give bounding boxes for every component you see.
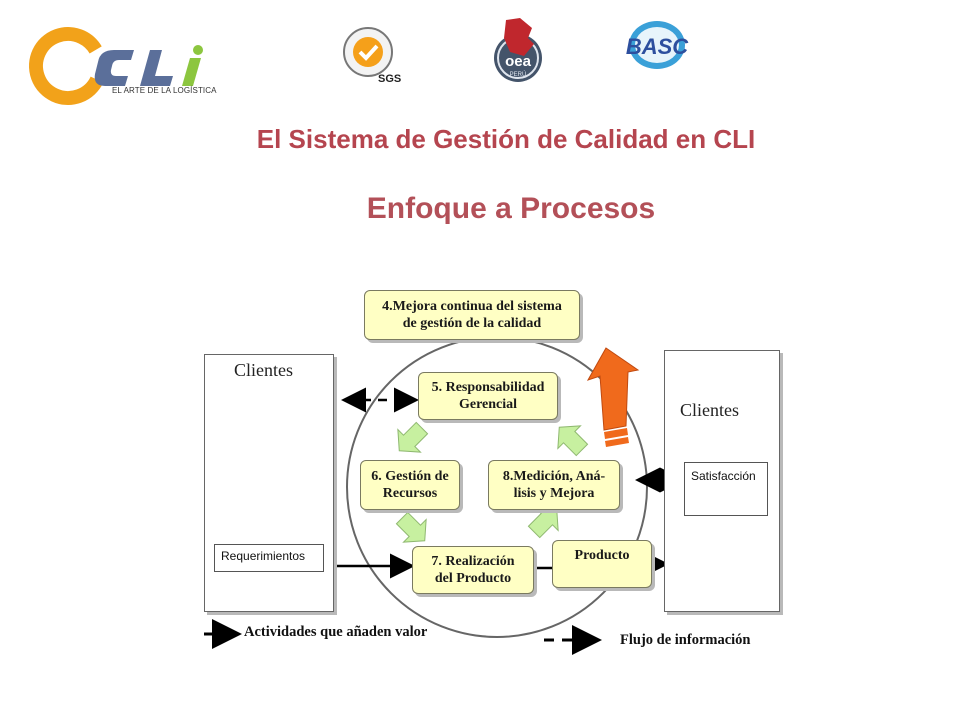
box6-line2: Recursos [382,486,438,501]
box4-line2: de gestión de la calidad [402,316,542,331]
box-producto: Producto [552,540,652,588]
oea-text: oea [505,53,532,70]
clientes-left-label: Clientes [234,360,293,380]
requerimientos-box: Requerimientos [214,544,324,572]
green-arrow-7-to-8 [527,507,559,539]
sgs-text: SGS [378,73,401,85]
cli-tagline: EL ARTE DE LA LOGÍSTICA [112,86,217,95]
orange-improvement-arrow [586,347,640,447]
page-title: El Sistema de Gestión de Calidad en CLI [256,124,756,154]
basc-logo: BASC [626,21,689,69]
green-arrow-5-to-6 [397,421,429,453]
box7-line2: del Producto [434,571,512,586]
box8-line1: 8.Medición, Aná- [502,469,606,484]
box-gestion-recursos: 6. Gestión de Recursos [360,460,460,510]
oea-peru-logo: oea PERÚ [494,18,542,82]
clientes-right-label: Clientes [680,400,739,420]
box-medicion-analisis-mejora: 8.Medición, Aná- lisis y Mejora [488,460,620,510]
sgs-certification-logo: SGS [343,27,401,85]
box6-line1: 6. Gestión de [371,469,449,484]
box-realizacion-producto: 7. Realización del Producto [412,546,534,594]
page-subtitle: Enfoque a Procesos [366,192,656,225]
box5-line2: Gerencial [458,397,518,412]
clientes-left-panel [204,354,334,612]
box5-line1: 5. Responsabilidad [431,380,545,395]
box4-line1: 4.Mejora continua del sistema [382,299,562,314]
box-responsabilidad-gerencial: 5. Responsabilidad Gerencial [418,372,558,420]
diagram-graphics [204,336,685,655]
legend-dashed-label: Flujo de información [620,632,751,648]
basc-text: BASC [626,34,689,59]
green-arrow-8-to-5 [557,425,589,457]
box-mejora-continua: 4.Mejora continua del sistema de gestión… [364,290,580,340]
oea-sub-text: PERÚ [510,71,527,78]
producto-label: Producto [574,548,630,563]
box8-line2: lisis y Mejora [513,486,595,501]
box7-line1: 7. Realización [431,554,515,569]
legend-solid-label: Actividades que añaden valor [244,624,428,640]
satisfaccion-box: Satisfacción [684,462,768,516]
green-arrow-6-to-7 [395,511,427,543]
cli-logo [29,27,203,105]
process-diagram: Clientes Requerimientos Clientes Satisfa… [180,280,800,660]
